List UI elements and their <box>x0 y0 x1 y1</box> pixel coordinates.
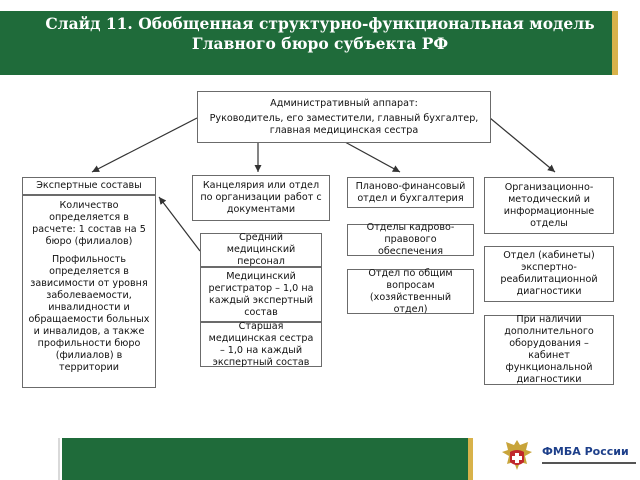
title-banner-accent <box>612 11 618 75</box>
methods-rehab-label: Отдел (кабинеты) экспертно-реабилитацион… <box>500 250 598 297</box>
slide-title-line1: Слайд 11. Обобщенная структурно-функцион… <box>45 14 595 33</box>
slide-title-line2: Главного бюро субъекта РФ <box>191 34 449 53</box>
expert-details-box: Количество определяется в расчете: 1 сос… <box>22 195 156 388</box>
finance-hr-box: Отделы кадрово-правового обеспечения <box>347 222 474 257</box>
arrow-staff-to-expert <box>158 196 201 252</box>
methods-equipment-label: При наличии дополнительного оборудования… <box>504 314 594 385</box>
office-registrar-box: Медицинский регистратор – 1,0 на каждый … <box>200 267 322 322</box>
admin-box-members: Руководитель, его заместители, главный б… <box>209 112 479 136</box>
expert-header-label: Экспертные составы <box>36 180 142 191</box>
finance-header-label: Планово-финансовый отдел и бухгалтерия <box>355 180 466 204</box>
arrow-to-methods <box>489 117 556 173</box>
methods-header-box: Организационно-методический и информацио… <box>484 177 614 234</box>
finance-general-label: Отдел по общим вопросам (хозяйственный о… <box>368 267 453 315</box>
finance-hr-label: Отделы кадрово-правового обеспечения <box>366 222 455 257</box>
methods-rehab-box: Отдел (кабинеты) экспертно-реабилитацион… <box>484 246 614 302</box>
office-nurse-box: Старшая медицинская сестра – 1,0 на кажд… <box>200 320 322 368</box>
office-staff-box: Средний медицинский персонал <box>200 232 322 267</box>
office-registrar-label: Медицинский регистратор – 1,0 на каждый … <box>208 270 314 318</box>
office-header-box: Канцелярия или отдел по организации рабо… <box>192 175 330 221</box>
eagle-emblem-icon <box>502 440 532 470</box>
admin-box: Административный аппарат: Руководитель, … <box>197 91 491 143</box>
logo-name: ФМБА России <box>542 445 629 458</box>
arrow-to-expert <box>91 117 198 173</box>
expert-count-text: Количество определяется в расчете: 1 сос… <box>32 200 146 247</box>
finance-general-box: Отдел по общим вопросам (хозяйственный о… <box>347 267 474 315</box>
expert-header-box: Экспертные составы <box>22 177 156 195</box>
office-header-label: Канцелярия или отдел по организации рабо… <box>200 180 322 215</box>
footer-accent <box>468 438 473 480</box>
methods-header-label: Организационно-методический и информацио… <box>503 181 595 229</box>
footer-banner <box>62 438 468 480</box>
office-nurse-label: Старшая медицинская сестра – 1,0 на кажд… <box>208 320 314 368</box>
methods-equipment-box: При наличии дополнительного оборудования… <box>484 314 614 385</box>
logo-subtitle-lines <box>542 462 636 464</box>
office-staff-label: Средний медицинский персонал <box>226 232 296 267</box>
title-banner <box>0 11 612 75</box>
finance-header-box: Планово-финансовый отдел и бухгалтерия <box>347 177 474 208</box>
expert-profile-text: Профильность определяется в зависимости … <box>28 254 150 373</box>
arrow-to-finance <box>344 141 401 173</box>
admin-box-title: Административный аппарат: <box>270 97 418 109</box>
slide-title: Слайд 11. Обобщенная структурно-функцион… <box>40 14 600 54</box>
footer-edge <box>58 438 60 480</box>
